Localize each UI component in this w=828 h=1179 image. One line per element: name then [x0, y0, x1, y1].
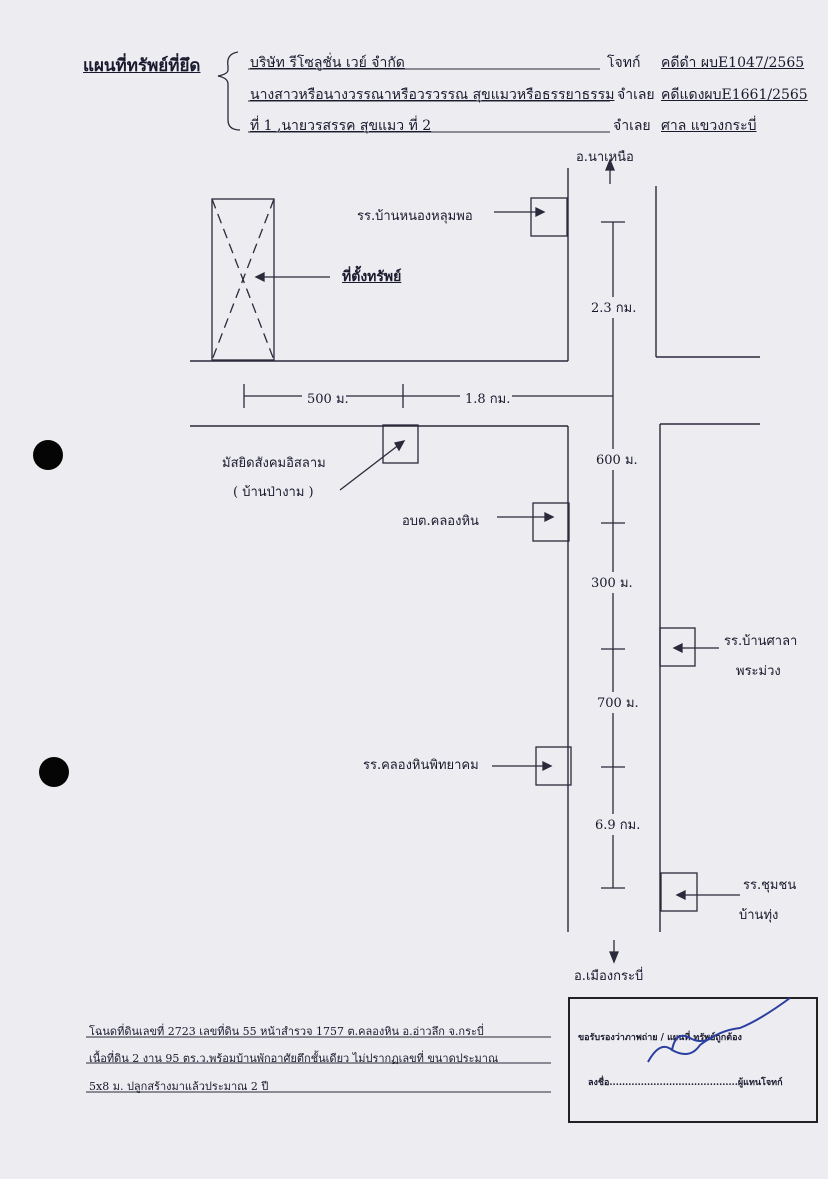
landmark-boxes [382, 197, 698, 912]
page-title: แผนที่ทรัพย์ที่ยึด [83, 56, 201, 76]
sao-khlonghin-label: อบต.คลองหิน [402, 514, 479, 529]
school-nongkhum-label: รร.บ้านหนองหลุมพอ [357, 209, 473, 224]
distance-1-8km: 1.8 กม. [465, 392, 511, 407]
distance-500m: 500 ม. [307, 392, 349, 407]
plaintiff-name: บริษัท รีโซลูชั่น เวย์ จำกัด [250, 55, 405, 71]
center-dimension-line [601, 221, 625, 889]
roads [190, 168, 760, 932]
property-location-label: ที่ตั้งทรัพย์ [342, 269, 402, 285]
defendant2-name: ที่ 1 ,นายวรสรรค สุขแมว ที่ 2 [250, 118, 432, 134]
header-underlines [248, 68, 610, 133]
punch-hole-bottom [39, 757, 69, 787]
school-chumchon-label: รร.ชุมชน [743, 878, 797, 893]
south-destination: อ.เมืองกระบี่ [574, 969, 644, 984]
black-case-number: คดีดำ ผบE1047/2565 [661, 55, 805, 71]
school-sala-sublabel: พระม่วง [736, 664, 781, 679]
signature-line: ลงชื่อ..................................… [588, 1078, 783, 1088]
red-case-number: คดีแดงผบE1661/2565 [661, 87, 808, 103]
footer-land-area: เนื้อที่ดิน 2 งาน 95 ตร.ว.พร้อมบ้านพักอา… [89, 1052, 499, 1065]
footer-title-deed: โฉนดที่ดินเลขที่ 2723 เลขที่ดิน 55 หน้าส… [89, 1025, 484, 1038]
plaintiff-role: โจทก์ [607, 55, 641, 71]
school-khlonghin-label: รร.คลองหินพิทยาคม [363, 758, 479, 773]
court-name: ศาล แขวงกระบี่ [661, 118, 757, 134]
distance-700m: 700 ม. [597, 692, 639, 713]
defendant1-role: จำเลย [617, 87, 655, 103]
certification-box [568, 997, 818, 1123]
mosque-sublabel: ( บ้านป่างาม ) [233, 485, 314, 500]
school-sala-label: รร.บ้านศาลา [724, 634, 798, 649]
distance-600m: 600 ม. [596, 449, 638, 470]
punch-hole-top [33, 440, 63, 470]
north-destination: อ.นาเหนือ [576, 150, 634, 165]
mosque-label: มัสยิดสังคมอิสลาม [222, 456, 326, 471]
footer-underlines [86, 1036, 551, 1093]
horizontal-dimension-line [243, 384, 613, 408]
distance-6-9km: 6.9 กม. [595, 814, 641, 835]
school-chumchon-sublabel: บ้านทุ่ง [739, 908, 779, 923]
header-brace [217, 51, 241, 131]
certification-statement: ขอรับรองว่าภาพถ่าย / แผนที่ ทรัพย์ถูกต้อ… [578, 1033, 742, 1043]
distance-300m: 300 ม. [591, 572, 633, 593]
property-parcel [211, 198, 275, 361]
footer-building-size: 5x8 ม. ปลูกสร้างมาแล้วประมาณ 2 ปี [89, 1080, 269, 1093]
distance-2-3km: 2.3 กม. [591, 297, 637, 318]
defendant1-name: นางสาวหรือนางวรรณาหรือวรวรรณ สุขแมวหรือธ… [250, 87, 615, 103]
pointer-arrows [254, 158, 740, 964]
defendant2-role: จำเลย [613, 118, 651, 134]
